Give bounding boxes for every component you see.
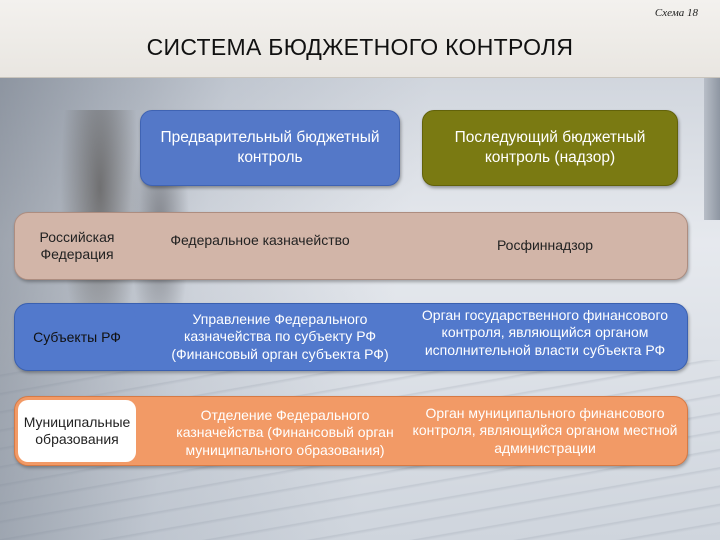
federal-preliminary-body: Федеральное казначейство xyxy=(170,232,350,249)
subject-preliminary-body: Управление Федерального казначейства по … xyxy=(171,310,389,362)
municipal-preliminary-body: Отделение Федерального казначейства (Фин… xyxy=(176,406,394,458)
page-title: СИСТЕМА БЮДЖЕТНОГО КОНТРОЛЯ xyxy=(146,34,574,60)
subject-subsequent-body: Орган государственного финансового контр… xyxy=(421,306,669,358)
level-label-federal: Российская Федерация xyxy=(18,216,136,276)
level-label-subject: Субъекты РФ xyxy=(18,307,136,367)
municipal-subsequent-body: Орган муниципального финансового контрол… xyxy=(412,404,678,456)
scheme-number: Схема 18 xyxy=(654,7,698,19)
subsequent-control-header: Последующий бюджетный контроль (надзор) xyxy=(422,110,678,186)
header-bar: Схема 18 СИСТЕМА БЮДЖЕТНОГО КОНТРОЛЯ xyxy=(0,0,720,78)
federal-subsequent-body: Росфиннадзор xyxy=(496,237,594,254)
preliminary-control-header: Предварительный бюджетный контроль xyxy=(140,110,400,186)
level-label-municipal: Муниципальные образования xyxy=(18,400,136,462)
